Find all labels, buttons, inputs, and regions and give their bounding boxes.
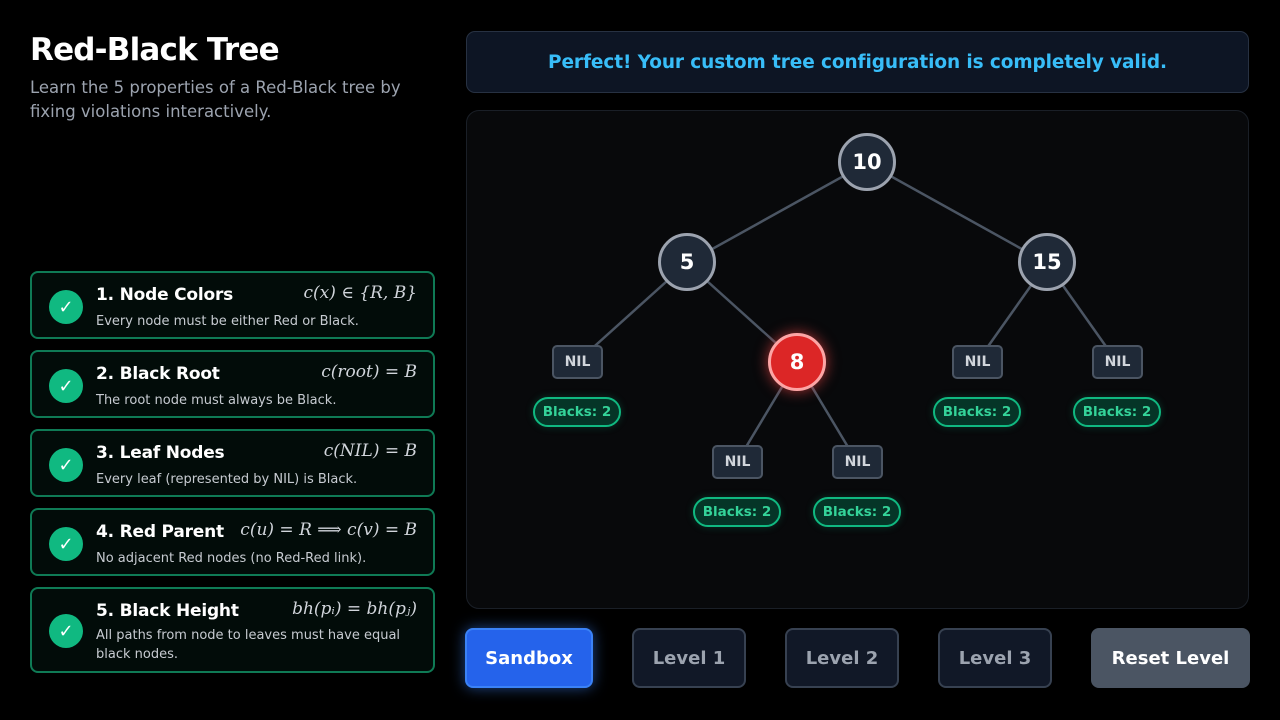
tree-node-8[interactable]: 8 [768, 333, 826, 391]
property-title: 4. Red Parent [96, 522, 224, 542]
level-1-button[interactable]: Level 1 [632, 628, 746, 688]
property-description: Every node must be either Red or Black. [96, 314, 359, 329]
nil-leaf: NIL [952, 345, 1003, 379]
tree-node-5[interactable]: 5 [658, 233, 716, 291]
tree-node-15[interactable]: 15 [1018, 233, 1076, 291]
check-icon: ✓ [49, 614, 83, 648]
black-count-badge: Blacks: 2 [1073, 397, 1161, 427]
check-icon: ✓ [49, 448, 83, 482]
property-title: 1. Node Colors [96, 285, 234, 305]
check-icon: ✓ [49, 290, 83, 324]
nil-leaf: NIL [552, 345, 603, 379]
page-subtitle: Learn the 5 properties of a Red-Black tr… [30, 78, 401, 121]
level-3-button[interactable]: Level 3 [938, 628, 1052, 688]
property-card-black-root: ✓ 2. Black Root c(root) = B The root nod… [30, 350, 435, 418]
property-description: No adjacent Red nodes (no Red-Red link). [96, 551, 367, 566]
property-card-leaf-nodes: ✓ 3. Leaf Nodes c(NIL) = B Every leaf (r… [30, 429, 435, 497]
property-description: The root node must always be Black. [96, 393, 337, 408]
black-count-badge: Blacks: 2 [933, 397, 1021, 427]
tree-canvas: 10 5 15 8 NIL Blacks: 2 NIL Blacks: 2 NI… [466, 110, 1249, 609]
property-description: Every leaf (represented by NIL) is Black… [96, 472, 358, 487]
property-card-red-parent: ✓ 4. Red Parent c(u) = R ⟹ c(v) = B No a… [30, 508, 435, 576]
edge-10-5 [686, 161, 868, 265]
status-banner: Perfect! Your custom tree configuration … [466, 31, 1249, 93]
page-title: Red-Black Tree [30, 32, 280, 68]
nil-leaf: NIL [1092, 345, 1143, 379]
black-count-badge: Blacks: 2 [693, 497, 781, 527]
nil-leaf: NIL [712, 445, 763, 479]
property-card-black-height: ✓ 5. Black Height bh(pᵢ) = bh(pⱼ) All pa… [30, 587, 435, 673]
property-description: All paths from node to leaves must have … [96, 628, 401, 662]
reset-level-button[interactable]: Reset Level [1091, 628, 1250, 688]
black-count-badge: Blacks: 2 [533, 397, 621, 427]
edge-10-15 [866, 161, 1048, 265]
nil-leaf: NIL [832, 445, 883, 479]
property-card-node-colors: ✓ 1. Node Colors c(x) ∈ {R, B} Every nod… [30, 271, 435, 339]
check-icon: ✓ [49, 369, 83, 403]
properties-list: ✓ 1. Node Colors c(x) ∈ {R, B} Every nod… [30, 271, 435, 684]
property-formula: c(u) = R ⟹ c(v) = B [240, 520, 417, 540]
property-title: 2. Black Root [96, 364, 220, 384]
sandbox-button[interactable]: Sandbox [465, 628, 593, 688]
property-formula: c(root) = B [321, 362, 417, 382]
property-title: 3. Leaf Nodes [96, 443, 225, 463]
header: Red-Black Tree Learn the 5 properties of… [30, 30, 436, 124]
check-icon: ✓ [49, 527, 83, 561]
property-formula: c(NIL) = B [323, 441, 417, 461]
level-2-button[interactable]: Level 2 [785, 628, 899, 688]
tree-node-10[interactable]: 10 [838, 133, 896, 191]
property-formula: c(x) ∈ {R, B} [303, 283, 418, 303]
property-formula: bh(pᵢ) = bh(pⱼ) [292, 599, 417, 619]
black-count-badge: Blacks: 2 [813, 497, 901, 527]
property-title: 5. Black Height [96, 601, 239, 621]
